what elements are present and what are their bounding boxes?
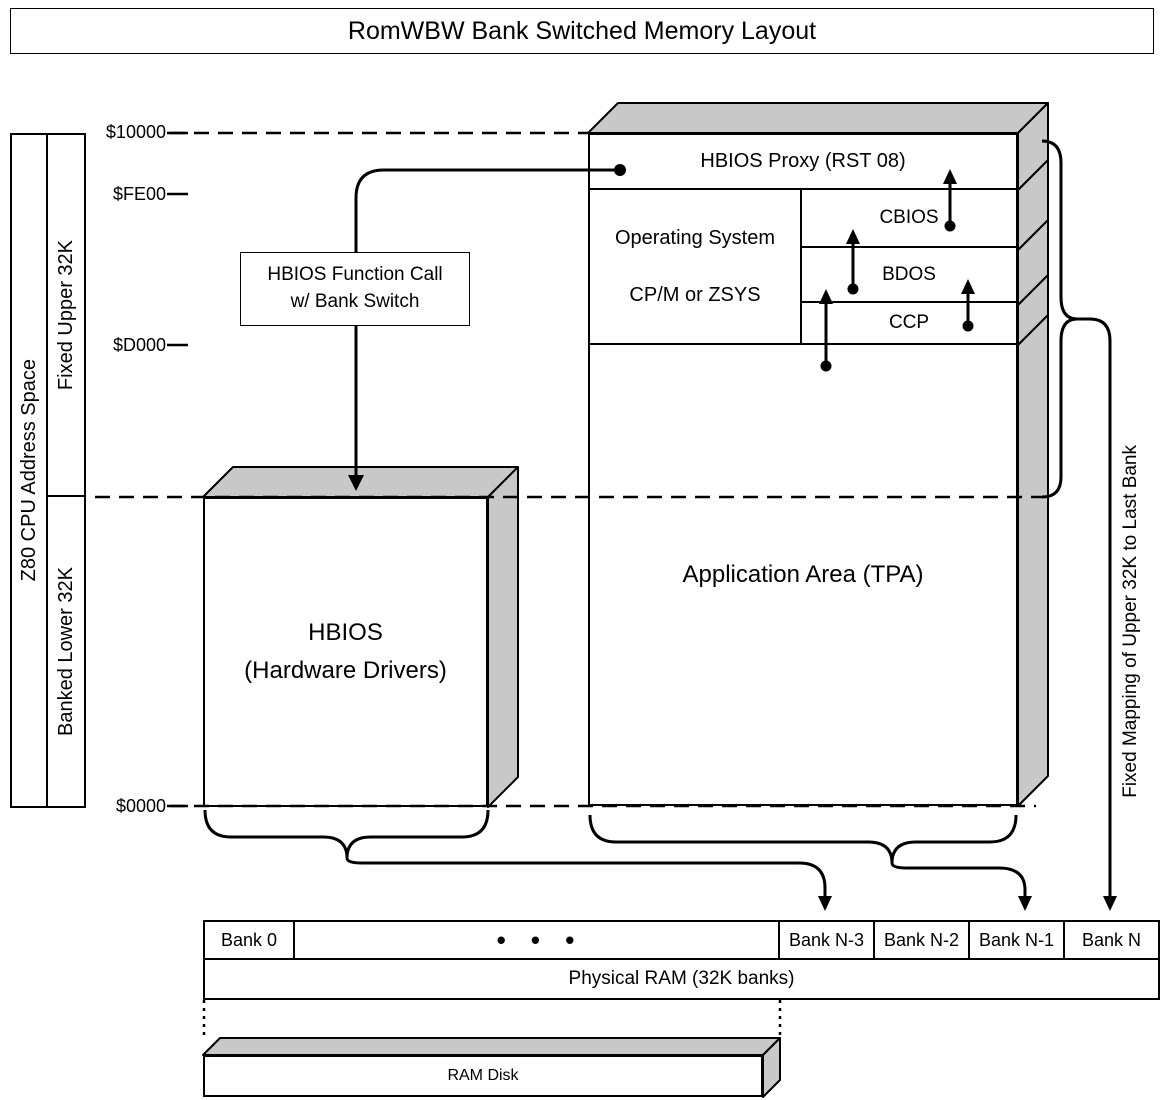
- fixed-upper-32k-label: Fixed Upper 32K: [54, 239, 77, 391]
- application-area-section: Application Area (TPA): [590, 345, 1016, 804]
- physical-ram-bar: Physical RAM (32K banks): [203, 958, 1160, 1000]
- ram-disk-box: RAM Disk: [203, 1055, 763, 1097]
- bank-ellipsis-cell: • • •: [295, 922, 780, 958]
- bank-0-cell: Bank 0: [205, 922, 295, 958]
- operating-system-label: Operating System: [614, 226, 776, 249]
- ccp-label: CCP: [888, 312, 930, 333]
- os-name-label: CP/M or ZSYS: [629, 283, 761, 306]
- bdos-label: BDOS: [882, 263, 936, 285]
- hbios-drivers-box: HBIOS (Hardware Drivers): [203, 497, 488, 807]
- banked-lower-32k-bar: Banked Lower 32K: [48, 497, 86, 808]
- address-label-10000: $10000: [105, 122, 166, 142]
- os-components-stack: CBIOS BDOS CCP: [800, 190, 1016, 343]
- bank-n-1-cell: Bank N-1: [970, 922, 1065, 958]
- operating-system-labels: Operating System CP/M or ZSYS: [590, 190, 800, 343]
- upper-memory-box: HBIOS Proxy (RST 08) Operating System CP…: [588, 133, 1018, 806]
- hbios-label: HBIOS: [308, 619, 383, 646]
- bdos-section: BDOS: [802, 248, 1016, 303]
- diagram-title: RomWBW Bank Switched Memory Layout: [347, 16, 817, 45]
- ram-disk-3d-faces: [202, 1037, 781, 1098]
- hbios-function-call-label: HBIOS Function Call: [267, 264, 443, 286]
- fixed-upper-32k-bar: Fixed Upper 32K: [48, 133, 86, 497]
- bank-n-3-cell: Bank N-3: [780, 922, 875, 958]
- application-area-label: Application Area (TPA): [682, 560, 924, 588]
- fixed-mapping-note: Fixed Mapping of Upper 32K to Last Bank: [1114, 420, 1148, 822]
- physical-ram-label: Physical RAM (32K banks): [568, 968, 795, 989]
- bank-row: Bank 0 • • • Bank N-3 Bank N-2 Bank N-1 …: [203, 920, 1160, 960]
- address-label-d000: $D000: [112, 335, 166, 355]
- bank-n-2-cell: Bank N-2: [875, 922, 970, 958]
- ccp-section: CCP: [802, 303, 1016, 343]
- hbios-sublabel: (Hardware Drivers): [244, 657, 447, 684]
- banked-lower-32k-label: Banked Lower 32K: [54, 566, 77, 736]
- cbios-label: CBIOS: [879, 207, 939, 228]
- hbios-function-call-sublabel: w/ Bank Switch: [290, 291, 420, 312]
- z80-address-space-label: Z80 CPU Address Space: [17, 359, 40, 582]
- bank-n-cell: Bank N: [1065, 922, 1158, 958]
- z80-address-space-bar: Z80 CPU Address Space: [10, 133, 48, 808]
- diagram-title-box: RomWBW Bank Switched Memory Layout: [10, 8, 1154, 54]
- cbios-section: CBIOS: [802, 190, 1016, 248]
- hbios-function-call-box: HBIOS Function Call w/ Bank Switch: [240, 252, 470, 326]
- fixed-mapping-note-text: Fixed Mapping of Upper 32K to Last Bank: [1120, 444, 1141, 798]
- ram-disk-label: RAM Disk: [447, 1067, 519, 1084]
- hbios-proxy-section: HBIOS Proxy (RST 08): [590, 135, 1016, 190]
- hbios-proxy-label: HBIOS Proxy (RST 08): [700, 150, 906, 172]
- address-label-fe00: $FE00: [112, 184, 166, 204]
- address-label-0000: $0000: [115, 796, 166, 816]
- upper-memory-box-3d-faces: [587, 102, 1049, 807]
- operating-system-section: Operating System CP/M or ZSYS CBIOS BDOS…: [590, 190, 1016, 345]
